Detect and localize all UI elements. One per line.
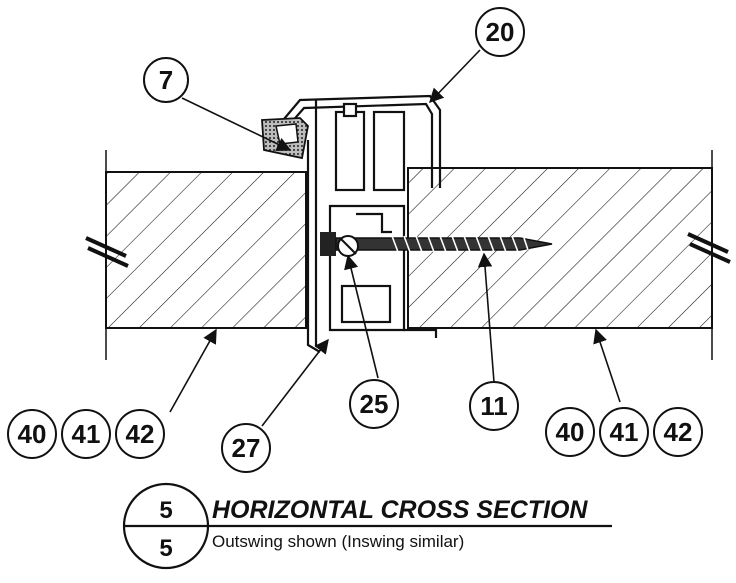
- callout-11: 11: [469, 381, 519, 431]
- detail-number: 5: [159, 497, 172, 524]
- svg-text:27: 27: [232, 433, 261, 463]
- callout-left-42: 42: [115, 409, 165, 459]
- callout-7: 7: [143, 57, 189, 103]
- callout-right-41: 41: [599, 407, 649, 457]
- left-panel: [105, 171, 307, 329]
- sheet-number: 5: [159, 535, 172, 562]
- callout-25: 25: [349, 379, 399, 429]
- callout-27: 27: [221, 423, 271, 473]
- svg-text:41: 41: [72, 419, 101, 449]
- fastener-sleeve: [337, 235, 359, 257]
- screw: [320, 232, 553, 256]
- svg-text:42: 42: [126, 419, 155, 449]
- svg-text:20: 20: [486, 17, 515, 47]
- detail-subtitle: Outswing shown (Inswing similar): [212, 532, 464, 551]
- callout-20: 20: [475, 7, 525, 57]
- callout-right-42: 42: [653, 407, 703, 457]
- svg-text:11: 11: [480, 391, 508, 421]
- callout-left-40: 40: [7, 409, 57, 459]
- leader-lines: [169, 49, 621, 427]
- break-symbol-right: [687, 232, 731, 264]
- detail-title: HORIZONTAL CROSS SECTION: [212, 496, 588, 524]
- break-symbol-left: [85, 236, 129, 268]
- callout-left-41: 41: [61, 409, 111, 459]
- title-block: 5 5 HORIZONTAL CROSS SECTION Outswing sh…: [122, 482, 612, 570]
- callout-right-40: 40: [545, 407, 595, 457]
- svg-text:42: 42: [664, 417, 693, 447]
- svg-text:25: 25: [360, 389, 389, 419]
- gasket: [261, 117, 309, 160]
- svg-text:40: 40: [18, 419, 47, 449]
- svg-text:41: 41: [610, 417, 639, 447]
- svg-text:7: 7: [159, 65, 173, 95]
- svg-text:40: 40: [556, 417, 585, 447]
